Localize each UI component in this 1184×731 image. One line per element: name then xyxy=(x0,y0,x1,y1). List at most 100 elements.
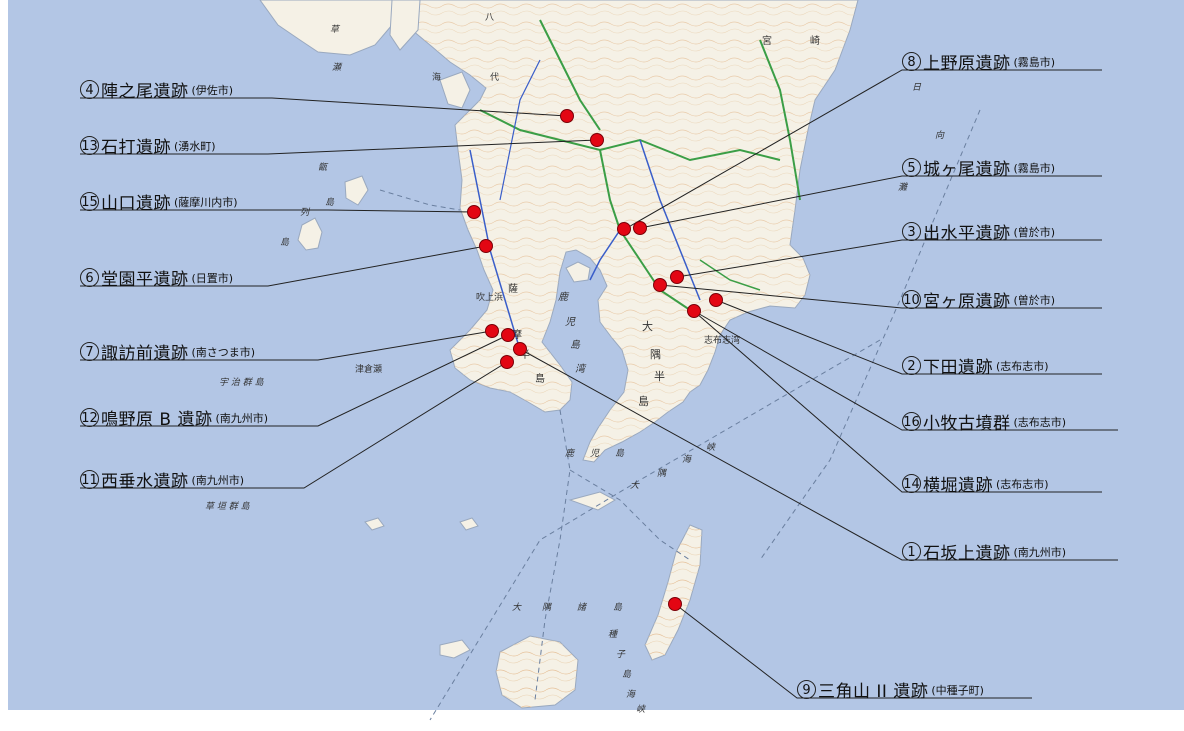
svg-text:湾: 湾 xyxy=(575,363,587,375)
leader-lines xyxy=(80,69,1118,699)
site-name: 出水平遺跡 xyxy=(923,224,1011,244)
svg-text:島: 島 xyxy=(638,394,649,408)
svg-text:八: 八 xyxy=(485,13,494,23)
site-number: 3 xyxy=(902,222,921,241)
svg-text:半: 半 xyxy=(520,348,530,361)
svg-text:海: 海 xyxy=(682,454,693,465)
site-name: 城ヶ尾遺跡 xyxy=(923,160,1011,180)
leader-line-13 xyxy=(80,139,598,155)
svg-text:大: 大 xyxy=(512,602,522,613)
svg-text:灘: 灘 xyxy=(898,182,909,193)
site-marker-6 xyxy=(479,239,493,253)
leader-line-4 xyxy=(80,97,568,117)
site-city: (湧水町) xyxy=(174,139,216,153)
svg-text:日: 日 xyxy=(912,83,922,93)
svg-text:津倉瀬: 津倉瀬 xyxy=(355,363,382,375)
site-markers xyxy=(467,109,723,611)
site-city: (曽於市) xyxy=(1013,225,1056,239)
svg-text:大: 大 xyxy=(630,480,640,491)
site-number: 10 xyxy=(902,290,921,309)
svg-text:吹上浜: 吹上浜 xyxy=(476,291,503,303)
site-name: 石坂上遺跡 xyxy=(923,544,1011,564)
site-name: 山口遺跡 xyxy=(101,194,171,214)
svg-text:草: 草 xyxy=(330,24,341,35)
svg-text:鹿: 鹿 xyxy=(558,291,570,303)
leader-line-7 xyxy=(80,330,493,361)
road-network xyxy=(469,19,801,351)
site-city: (伊佐市) xyxy=(191,83,234,97)
svg-text:崎: 崎 xyxy=(810,34,820,47)
svg-text:子: 子 xyxy=(616,650,626,660)
svg-text:代: 代 xyxy=(490,72,499,83)
site-marker-10 xyxy=(653,278,667,292)
kuchinoerabu xyxy=(439,639,471,659)
site-city: (霧島市) xyxy=(1013,55,1056,69)
site-marker-16 xyxy=(687,304,701,318)
svg-text:峡: 峡 xyxy=(706,442,716,453)
site-number: 13 xyxy=(80,136,99,155)
svg-text:半: 半 xyxy=(654,369,665,383)
svg-text:峡: 峡 xyxy=(636,704,646,715)
svg-text:諸: 諸 xyxy=(577,602,588,613)
island-small-1 xyxy=(364,517,385,531)
site-marker-1 xyxy=(513,342,527,356)
svg-text:隅: 隅 xyxy=(650,348,661,361)
site-name: 上野原遺跡 xyxy=(923,54,1011,74)
site-marker-11 xyxy=(500,355,514,369)
svg-text:草 垣 群 島: 草 垣 群 島 xyxy=(205,501,251,512)
site-name: 三角山 II 遺跡 xyxy=(818,682,929,702)
site-city: (中種子町) xyxy=(931,683,984,697)
leader-line-10 xyxy=(659,284,1102,309)
svg-text:隅: 隅 xyxy=(542,602,552,613)
svg-text:宇 治 群 島: 宇 治 群 島 xyxy=(219,377,265,388)
map-labels: 宮 崎 日 向 灘 八 代 海 草 瀬 甑 島 列 島 吹上浜 薩 摩 半 島 … xyxy=(205,13,945,715)
site-marker-7 xyxy=(485,324,499,338)
site-number: 5 xyxy=(902,158,921,177)
site-number: 4 xyxy=(80,80,99,99)
site-city: (南九州市) xyxy=(215,411,269,425)
site-city: (薩摩川内市) xyxy=(174,195,238,209)
svg-text:児: 児 xyxy=(590,448,600,459)
site-city: (日置市) xyxy=(191,271,234,285)
left-margin xyxy=(0,0,8,731)
svg-text:島: 島 xyxy=(613,602,623,613)
site-city: (志布志市) xyxy=(1013,415,1067,429)
leader-line-9 xyxy=(674,603,1032,699)
svg-text:鹿: 鹿 xyxy=(565,448,576,459)
nagashima-island xyxy=(439,71,471,109)
leader-line-14 xyxy=(695,312,1102,493)
site-number: 8 xyxy=(902,52,921,71)
site-name: 小牧古墳群 xyxy=(923,414,1011,434)
site-number: 9 xyxy=(797,680,816,699)
leader-line-3 xyxy=(676,239,1102,278)
site-marker-3 xyxy=(670,270,684,284)
svg-text:宮: 宮 xyxy=(762,34,772,47)
koshiki-island-1 xyxy=(344,175,369,206)
site-city: (南九州市) xyxy=(1013,545,1067,559)
site-city: (霧島市) xyxy=(1013,161,1056,175)
site-name: 宮ヶ原遺跡 xyxy=(923,292,1011,312)
site-number: 6 xyxy=(80,268,99,287)
svg-text:甑: 甑 xyxy=(318,162,329,173)
sakurajima xyxy=(565,261,591,283)
site-marker-9 xyxy=(668,597,682,611)
site-marker-8 xyxy=(617,222,631,236)
site-marker-4 xyxy=(560,109,574,123)
svg-text:島: 島 xyxy=(325,197,335,208)
leader-line-16 xyxy=(693,310,1118,431)
svg-text:海: 海 xyxy=(626,689,637,700)
site-name: 横堀遺跡 xyxy=(923,476,993,496)
svg-text:薩: 薩 xyxy=(508,282,518,295)
site-number: 11 xyxy=(80,470,99,489)
svg-text:島: 島 xyxy=(615,448,625,459)
svg-text:島: 島 xyxy=(280,237,290,248)
site-city: (志布志市) xyxy=(996,359,1049,373)
